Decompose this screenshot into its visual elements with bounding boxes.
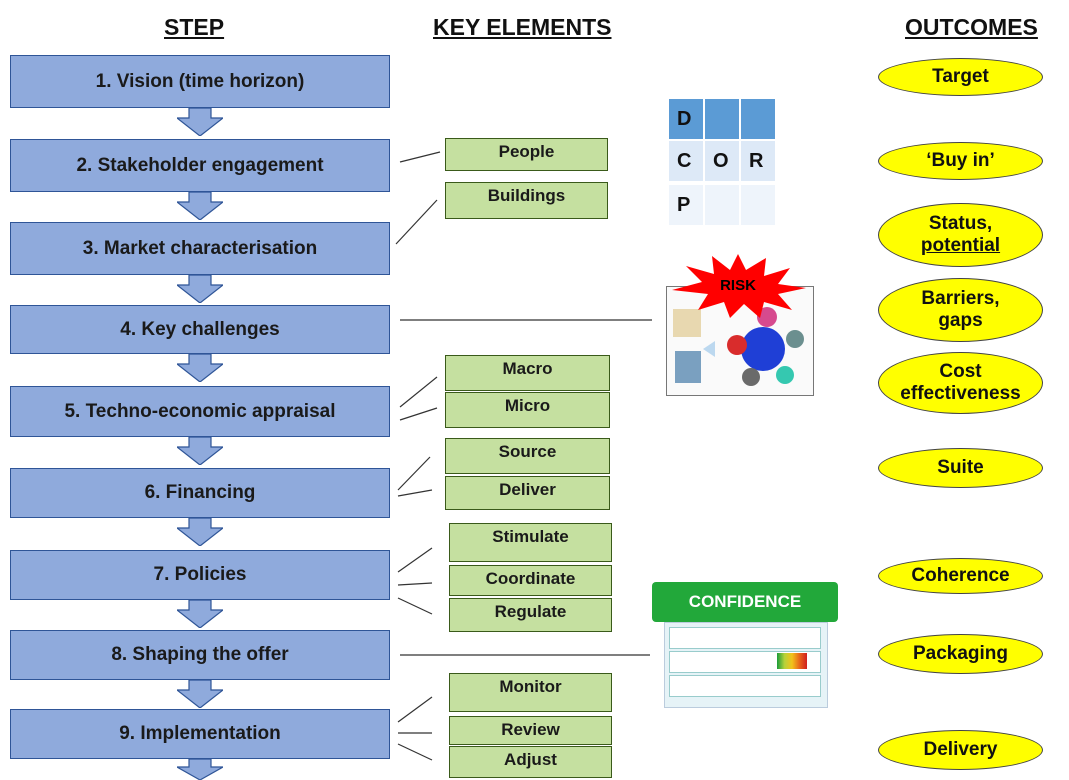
- step-9-implementation: 9. Implementation: [10, 709, 390, 759]
- energy-rating-icon: [777, 653, 807, 669]
- risk-starburst-icon: RISK: [672, 254, 806, 318]
- outcome-packaging: Packaging: [878, 634, 1043, 674]
- option-row: [669, 675, 821, 697]
- dcor-cell-d: D: [668, 98, 704, 140]
- step-header: STEP: [164, 14, 225, 40]
- down-arrow-icon: [177, 108, 223, 136]
- down-arrow-icon: [177, 680, 223, 708]
- dcor-cell-o: O: [704, 140, 740, 182]
- dcor-cell: [704, 184, 740, 226]
- down-arrow-icon: [177, 354, 223, 382]
- down-arrow-icon: [177, 518, 223, 546]
- confidence-banner: CONFIDENCE: [652, 582, 838, 622]
- key-element-micro: Micro: [445, 392, 610, 428]
- down-arrow-icon: [177, 437, 223, 465]
- key-element-deliver: Deliver: [445, 476, 610, 510]
- outcome-cost-line1: Cost: [939, 361, 982, 382]
- organisation-diagram-icon: [673, 307, 804, 386]
- key-element-coordinate: Coordinate: [449, 565, 612, 596]
- dcor-cell: [740, 184, 776, 226]
- dcor-cell-r: R: [740, 140, 776, 182]
- outcome-target: Target: [878, 58, 1043, 96]
- key-element-review: Review: [449, 716, 612, 745]
- key-elements-header: KEY ELEMENTS: [433, 14, 612, 40]
- outcome-barriers-gaps: Barriers, gaps: [878, 278, 1043, 342]
- key-element-regulate: Regulate: [449, 598, 612, 632]
- risk-label: RISK: [720, 277, 756, 294]
- dcor-cell-c: C: [668, 140, 704, 182]
- dcor-grid: D C O R P: [668, 98, 780, 230]
- option-row: [669, 627, 821, 649]
- outcome-buy-in: ‘Buy in’: [878, 142, 1043, 180]
- dcor-cell-p: P: [668, 184, 704, 226]
- outcome-status-potential: Status, potential: [878, 203, 1043, 267]
- down-arrow-icon: [177, 759, 223, 780]
- step-7-policies: 7. Policies: [10, 550, 390, 600]
- down-arrow-icon: [177, 275, 223, 303]
- step-4-key-challenges: 4. Key challenges: [10, 305, 390, 354]
- down-arrow-icon: [177, 192, 223, 220]
- outcome-barriers-line2: gaps: [938, 310, 983, 331]
- step-1-vision: 1. Vision (time horizon): [10, 55, 390, 108]
- key-element-monitor: Monitor: [449, 673, 612, 712]
- step-3-market-characterisation: 3. Market characterisation: [10, 222, 390, 275]
- down-arrow-icon: [177, 600, 223, 628]
- key-element-stimulate: Stimulate: [449, 523, 612, 562]
- outcome-cost-effectiveness: Cost effectiveness: [878, 352, 1043, 414]
- step-2-stakeholder-engagement: 2. Stakeholder engagement: [10, 139, 390, 192]
- step-5-techno-economic-appraisal: 5. Techno-economic appraisal: [10, 386, 390, 437]
- confidence-slide-thumbnail: CONFIDENCE: [652, 578, 838, 710]
- outcome-barriers-line1: Barriers,: [921, 288, 1000, 309]
- outcome-cost-line2: effectiveness: [900, 383, 1021, 404]
- key-element-source: Source: [445, 438, 610, 474]
- outcomes-header: OUTCOMES: [905, 14, 1038, 40]
- step-8-shaping-the-offer: 8. Shaping the offer: [10, 630, 390, 680]
- dcor-cell: [740, 98, 776, 140]
- outcome-coherence: Coherence: [878, 558, 1043, 594]
- key-element-buildings: Buildings: [445, 182, 608, 219]
- dcor-cell: [704, 98, 740, 140]
- key-element-people: People: [445, 138, 608, 171]
- step-6-financing: 6. Financing: [10, 468, 390, 518]
- outcome-suite: Suite: [878, 448, 1043, 488]
- confidence-options-panel: [664, 622, 828, 708]
- outcome-delivery: Delivery: [878, 730, 1043, 770]
- outcome-status-line2: potential: [920, 235, 1001, 256]
- outcome-status-line1: Status,: [928, 213, 993, 234]
- key-element-adjust: Adjust: [449, 746, 612, 778]
- key-element-macro: Macro: [445, 355, 610, 391]
